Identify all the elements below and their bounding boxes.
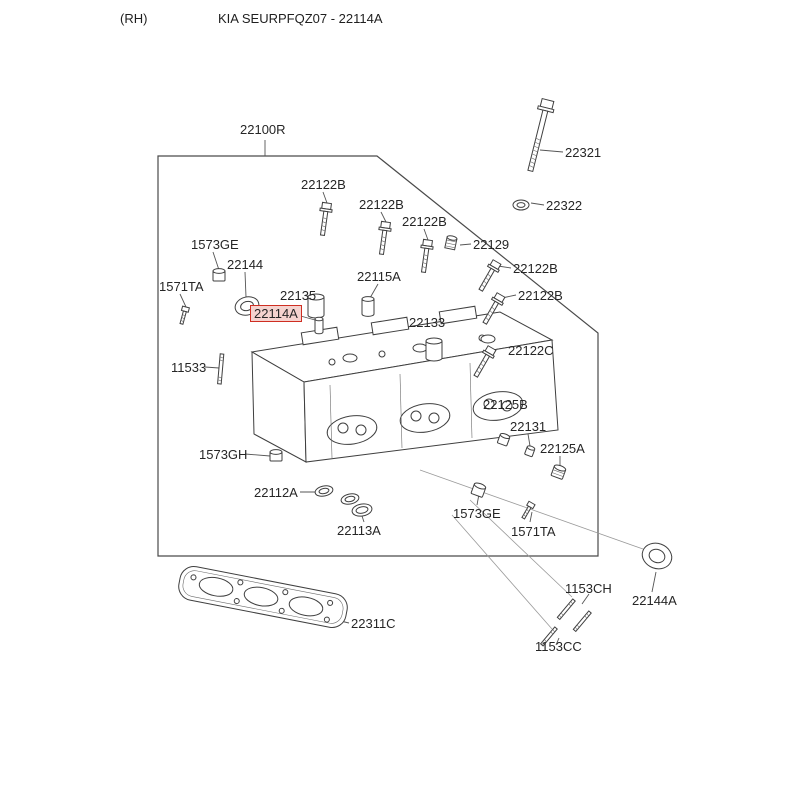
part-label-22113a[interactable]: 22113A: [337, 523, 381, 538]
cap-1573ge-2-icon: [470, 482, 487, 498]
ring-22113a-icon: [351, 503, 373, 517]
rings-22112a-icon: [314, 485, 360, 505]
part-label-22125b[interactable]: 22125B: [483, 397, 528, 412]
part-label-22122b-3[interactable]: 22122B: [402, 214, 447, 229]
part-label-1153ch[interactable]: 1153CH: [565, 581, 612, 596]
bolt-22122b-1-icon: [319, 201, 333, 237]
part-label-22100r[interactable]: 22100R: [240, 122, 286, 137]
part-label-1571ta-1[interactable]: 1571TA: [159, 279, 204, 294]
axis-lines: [419, 469, 644, 630]
bolt-22122b-3-icon: [420, 238, 434, 274]
bolt-22122b-4-icon: [478, 259, 502, 292]
part-label-22131[interactable]: 22131: [510, 419, 547, 434]
plug-22131-icon: [524, 445, 536, 458]
part-label-1573ge-1[interactable]: 1573GE: [191, 237, 239, 252]
plug-22125a-icon: [550, 464, 567, 480]
tappet-22135-icon: [307, 293, 325, 319]
stud-1153ch-1-icon: [556, 598, 576, 621]
part-label-22114a-highlighted[interactable]: 22114A: [250, 305, 302, 322]
part-label-22129[interactable]: 22129: [473, 237, 510, 252]
valve-guide-22114a-icon: [314, 316, 324, 335]
part-label-22122b-2[interactable]: 22122B: [359, 197, 404, 212]
part-label-22115a[interactable]: 22115A: [357, 269, 401, 284]
valve-22115a-icon: [361, 296, 375, 317]
part-label-22122b-1[interactable]: 22122B: [301, 177, 346, 192]
part-label-22133[interactable]: 22133: [409, 315, 446, 330]
plug-22125b-icon: [497, 432, 511, 447]
part-label-22322[interactable]: 22322: [546, 198, 583, 213]
bolt-1571ta-1-icon: [179, 305, 190, 325]
part-label-11533[interactable]: 11533: [171, 360, 207, 375]
gasket-22311c-icon: [178, 566, 348, 628]
part-label-22122b-5[interactable]: 22122B: [518, 288, 563, 303]
cap-1573gh-icon: [269, 449, 283, 462]
bolt-22122b-2-icon: [378, 220, 392, 256]
stud-11533-icon: [217, 353, 225, 385]
part-label-1573ge-2[interactable]: 1573GE: [453, 506, 501, 521]
plug-22129-icon: [444, 235, 458, 251]
part-label-1571ta-2[interactable]: 1571TA: [511, 524, 556, 539]
part-label-22112a[interactable]: 22112A: [254, 485, 298, 500]
part-label-22122b-4[interactable]: 22122B: [513, 261, 558, 276]
part-label-22144[interactable]: 22144: [227, 257, 264, 272]
bolt-22122c-icon: [473, 345, 497, 378]
part-label-22122c[interactable]: 22122C: [508, 343, 554, 358]
seal-22144a-icon: [641, 542, 673, 570]
part-label-22125a[interactable]: 22125A: [540, 441, 585, 456]
cylinder-head-icon: [250, 305, 559, 463]
bolt-22321-icon: [527, 97, 555, 173]
stud-1153cc-icon: [539, 626, 558, 647]
part-label-1573gh[interactable]: 1573GH: [199, 447, 248, 462]
page-title: KIA SEURPFQZ07 - 22114A: [218, 11, 383, 26]
cap-1573ge-1-icon: [212, 268, 226, 282]
part-label-22135[interactable]: 22135: [280, 288, 317, 303]
side-indicator: (RH): [120, 11, 148, 26]
stud-1153ch-2-icon: [572, 610, 592, 633]
bolt-22122b-5-icon: [482, 292, 506, 325]
part-label-22311c[interactable]: 22311C: [351, 616, 396, 631]
bolt-1571ta-2-icon: [521, 500, 536, 520]
part-label-1153cc[interactable]: 1153CC: [535, 639, 582, 654]
part-label-22144a[interactable]: 22144A: [632, 593, 677, 608]
assembly-boundary-box: [157, 155, 599, 557]
tappet-22133-icon: [425, 337, 443, 362]
part-label-22321[interactable]: 22321: [565, 145, 602, 160]
washer-22322-icon: [512, 199, 530, 211]
